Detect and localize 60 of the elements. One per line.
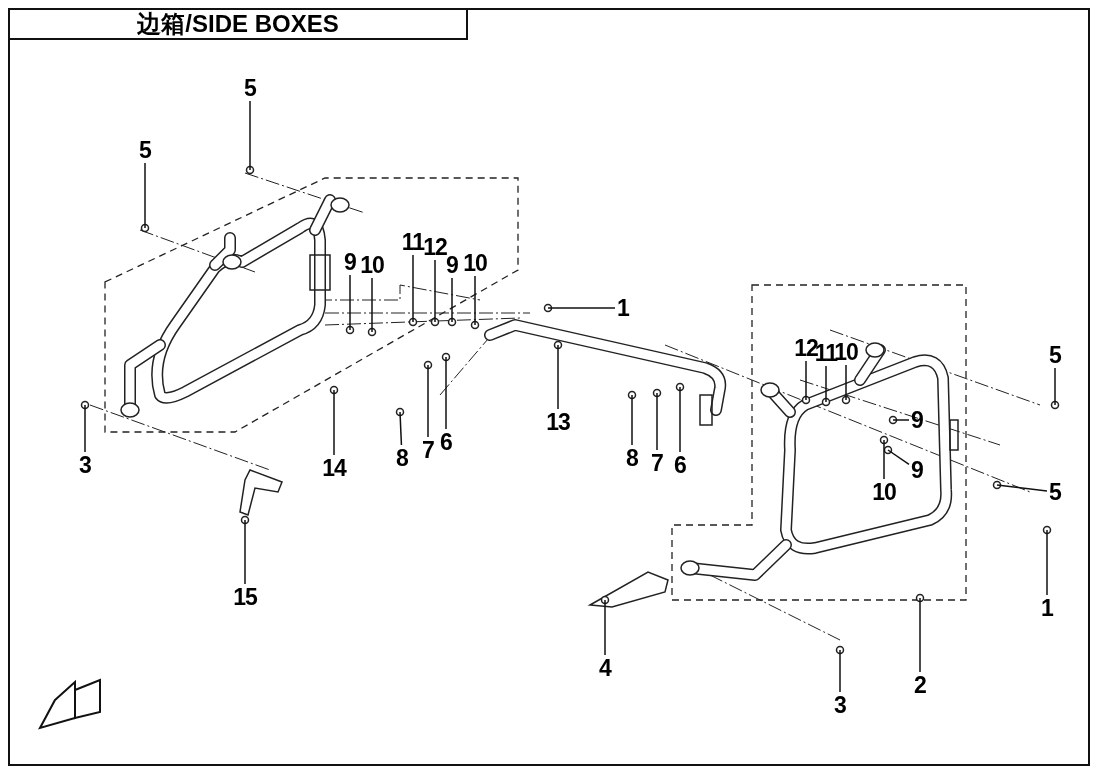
callout-number: 13 — [546, 410, 570, 434]
leader-line — [412, 254, 414, 323]
callout-number: 11 — [401, 230, 425, 254]
leader-line — [84, 404, 86, 453]
leader-line — [451, 277, 453, 323]
callout-number: 5 — [244, 76, 256, 100]
leader-line — [371, 277, 373, 333]
title: 边箱/SIDE BOXES — [8, 8, 468, 40]
callout-number: 10 — [360, 253, 384, 277]
callout-number: 9 — [911, 408, 923, 432]
leader-line — [557, 344, 559, 410]
leader-line — [547, 307, 616, 309]
leader-line — [604, 599, 606, 656]
leader-line — [919, 597, 921, 673]
callout-number: 7 — [422, 438, 434, 462]
callout-number: 9 — [344, 250, 356, 274]
leader-line — [427, 364, 429, 438]
callout-number: 7 — [651, 451, 663, 475]
callout-number: 3 — [834, 693, 846, 717]
leader-line — [883, 439, 885, 480]
callout-number: 6 — [440, 430, 452, 454]
callout-number: 12 — [423, 235, 447, 259]
callout-number: 5 — [1049, 343, 1061, 367]
callout-number: 1 — [617, 296, 629, 320]
leader-line — [996, 484, 1048, 492]
leader-line — [445, 356, 447, 430]
callout-number: 9 — [911, 458, 923, 482]
leader-line — [805, 360, 807, 401]
leader-line — [825, 365, 827, 403]
callout-number: 10 — [463, 251, 487, 275]
callout-number: 6 — [674, 453, 686, 477]
leader-line — [333, 389, 335, 456]
callout-number: 2 — [914, 673, 926, 697]
callout-number: 5 — [139, 138, 151, 162]
leader-line — [679, 386, 681, 453]
leader-line — [244, 519, 246, 585]
callout-number: 8 — [396, 446, 408, 470]
callout-number: 9 — [446, 253, 458, 277]
leader-line — [631, 394, 633, 446]
callout-number: 15 — [233, 585, 257, 609]
leader-line — [839, 649, 841, 693]
callout-number: 5 — [1049, 480, 1061, 504]
leader-line — [845, 364, 847, 401]
callout-number: 3 — [79, 453, 91, 477]
callout-number: 8 — [626, 446, 638, 470]
leader-line — [1046, 529, 1048, 596]
leader-line — [656, 392, 658, 451]
leader-line — [144, 162, 146, 229]
callout-number: 4 — [599, 656, 611, 680]
leader-line — [399, 411, 403, 446]
leader-line — [474, 275, 476, 326]
leader-line — [892, 419, 910, 421]
callout-number: 1 — [1041, 596, 1053, 620]
leader-line — [887, 449, 910, 466]
leader-line — [249, 100, 251, 171]
callout-number: 14 — [322, 456, 346, 480]
leader-line — [1054, 367, 1056, 406]
leader-line — [434, 259, 436, 323]
leader-line — [349, 274, 351, 331]
callout-number: 10 — [872, 480, 896, 504]
